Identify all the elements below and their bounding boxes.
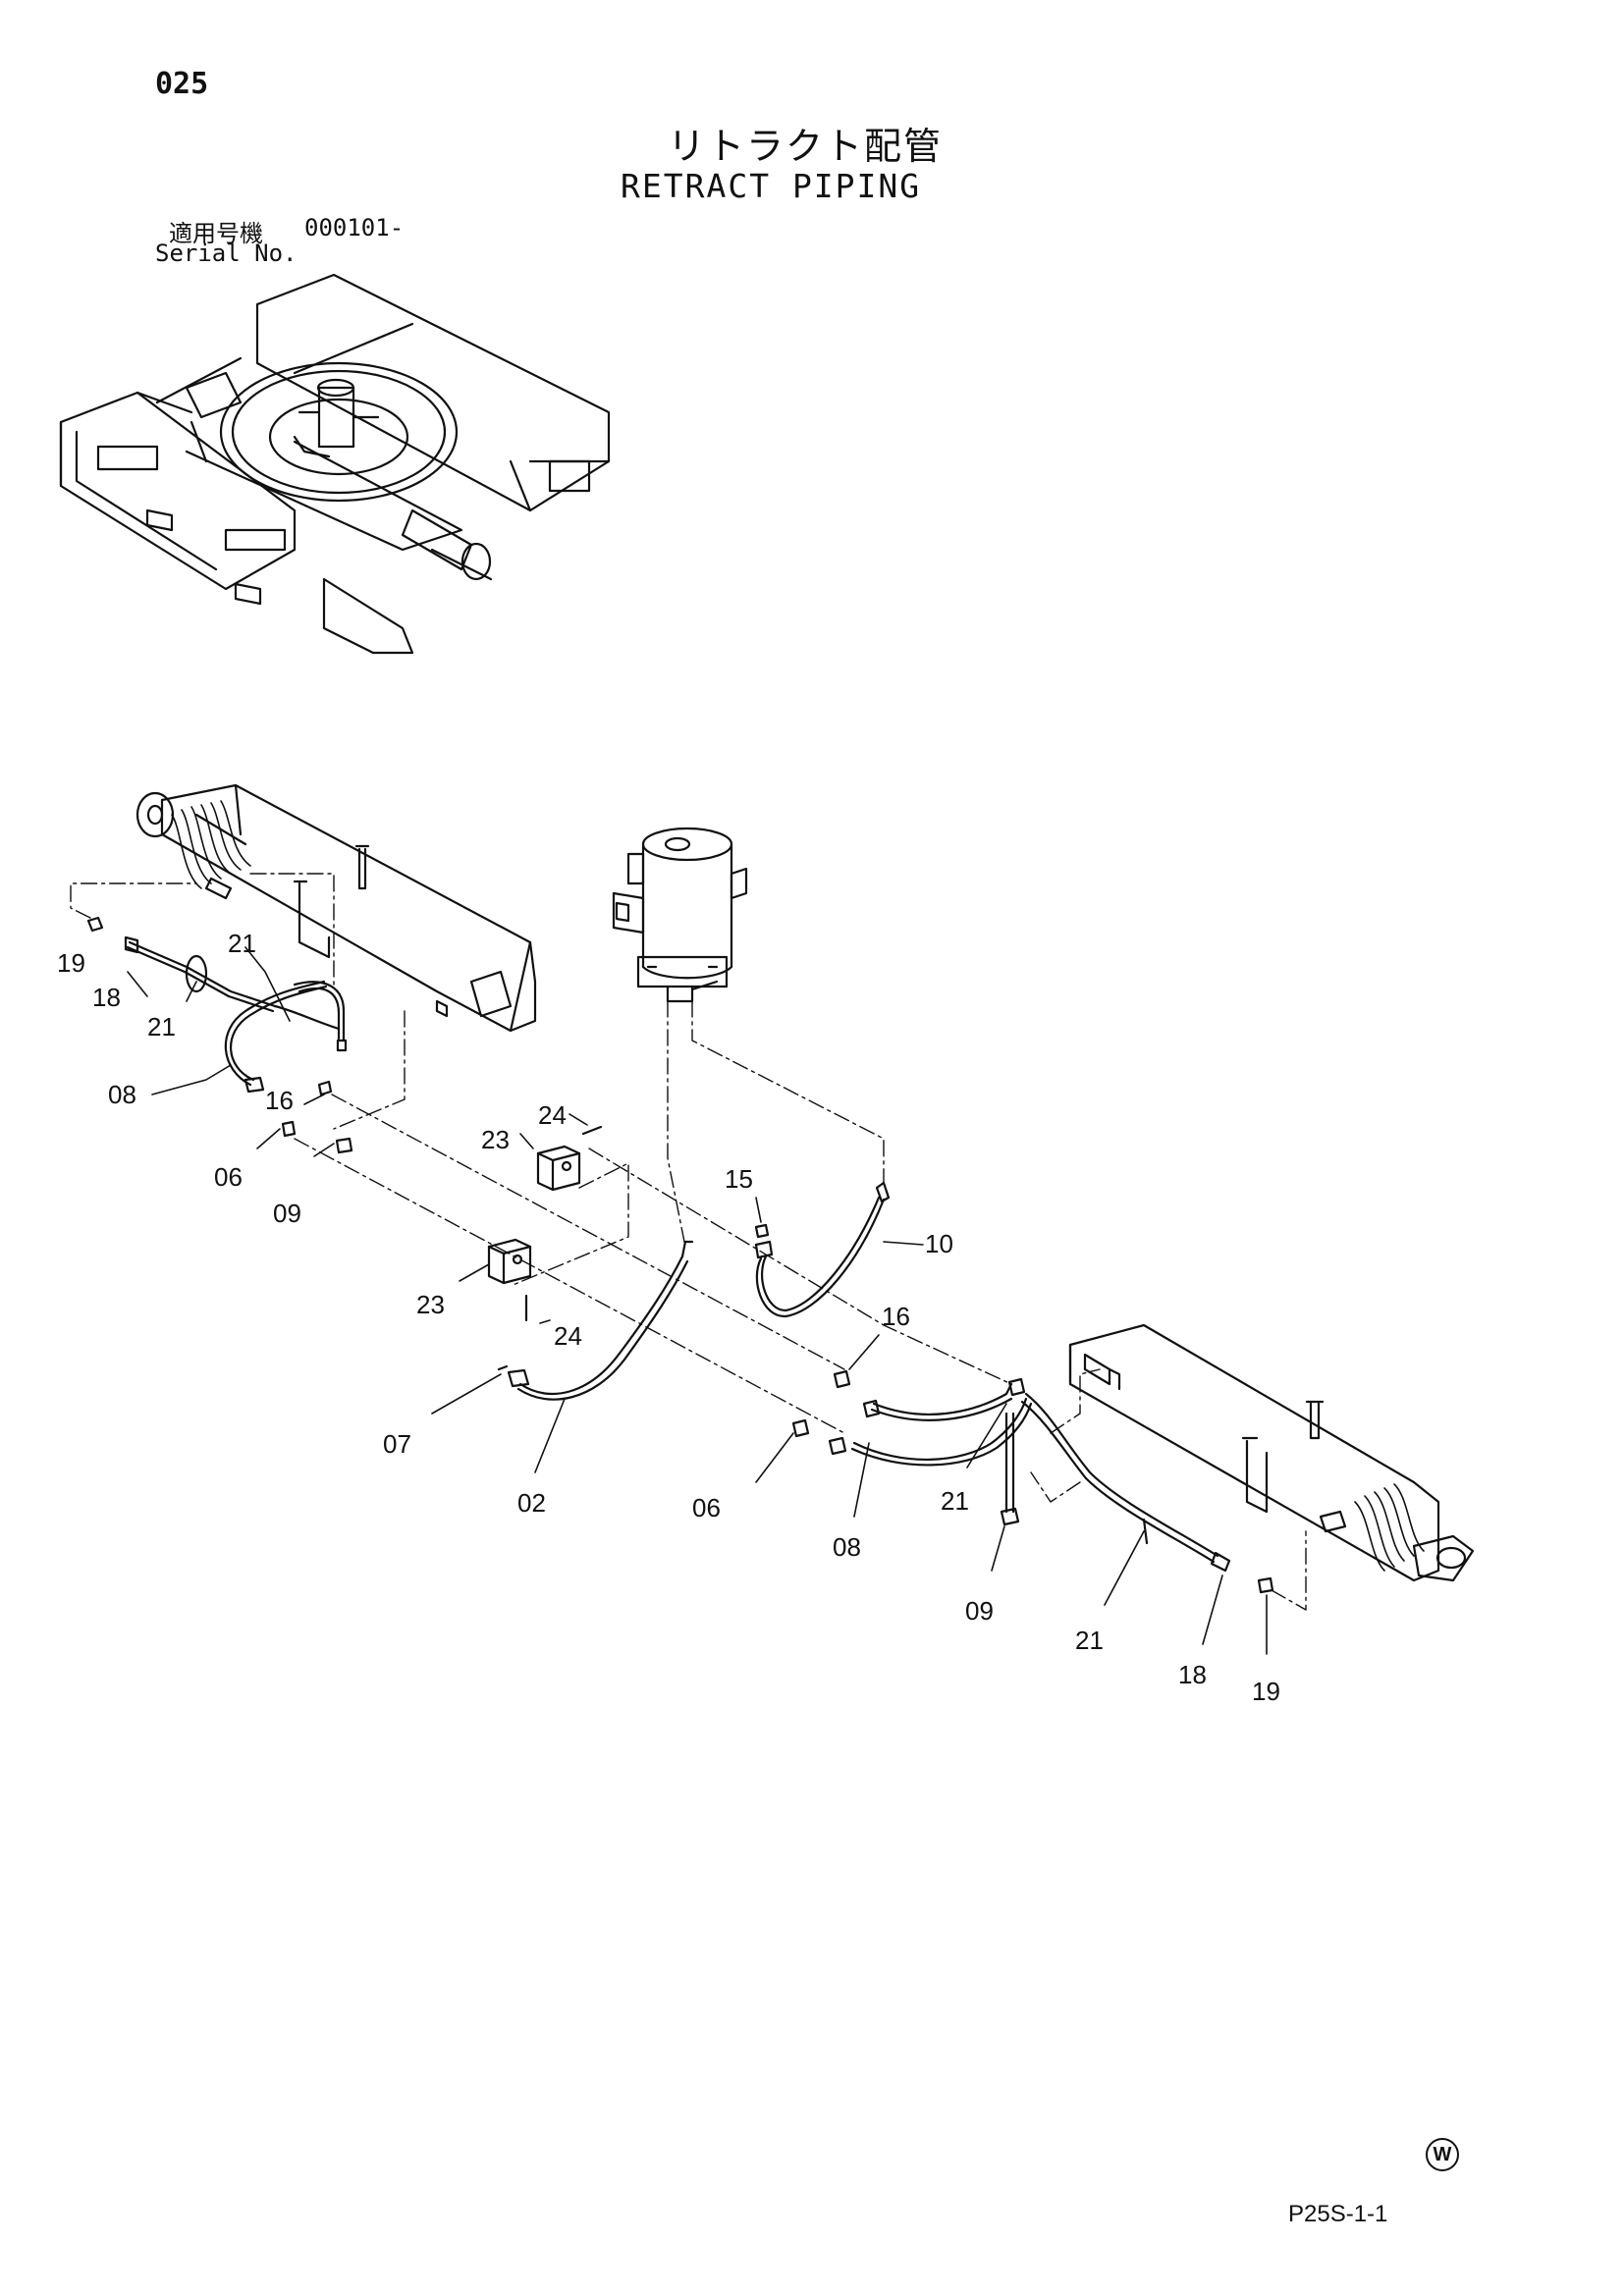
page-number: 025 <box>155 67 209 101</box>
callout-15: 15 <box>725 1164 753 1194</box>
hoses-and-fittings <box>86 916 1274 1594</box>
callout-23-lower: 23 <box>416 1290 445 1319</box>
callout-23-upper: 23 <box>481 1125 510 1154</box>
callout-21-right-hose: 21 <box>1075 1626 1104 1655</box>
callout-06-right: 06 <box>692 1493 721 1522</box>
callout-07: 07 <box>383 1429 411 1459</box>
callout-21-left-bottom: 21 <box>147 1012 176 1041</box>
callout-19-right: 19 <box>1252 1677 1280 1706</box>
callout-02: 02 <box>517 1488 546 1518</box>
reference-lines <box>70 873 1307 1611</box>
center-joint-drawing <box>612 827 748 1003</box>
callout-09-right: 09 <box>965 1596 994 1626</box>
callout-16-left: 16 <box>265 1086 294 1115</box>
callout-24-lower: 24 <box>554 1321 582 1351</box>
callout-21-right-junction: 21 <box>941 1486 969 1516</box>
w-mark-icon: W <box>1426 2138 1459 2171</box>
page-title-japanese: リトラクト配管 <box>668 125 944 168</box>
callout-10: 10 <box>925 1229 953 1258</box>
callout-08-right: 08 <box>833 1532 861 1562</box>
left-retract-cylinder-drawing <box>135 783 537 1033</box>
callout-08-left: 08 <box>108 1080 136 1109</box>
callout-18-right: 18 <box>1178 1660 1207 1689</box>
callout-labels: 19 18 21 21 08 16 06 09 23 24 15 10 23 2… <box>57 929 1280 1706</box>
callout-leaders <box>127 946 1268 1655</box>
serial-label-japanese: 適用号機 <box>169 220 263 247</box>
page-code: P25S-1-1 <box>1288 2201 1388 2227</box>
callout-06-left: 06 <box>214 1162 243 1192</box>
undercarriage-overview-drawing <box>59 273 611 655</box>
callout-24-upper: 24 <box>538 1100 567 1130</box>
callout-19-left: 19 <box>57 948 85 978</box>
page-title-english: RETRACT PIPING <box>621 167 922 205</box>
serial-label-english: Serial No. <box>155 240 298 267</box>
callout-16-right: 16 <box>882 1302 910 1331</box>
callout-18-left: 18 <box>92 983 121 1012</box>
callout-09-left: 09 <box>273 1199 301 1228</box>
callout-21-left-top: 21 <box>228 929 256 958</box>
serial-number-value: 000101- <box>304 214 405 241</box>
right-retract-cylinder-drawing <box>1068 1323 1475 1582</box>
